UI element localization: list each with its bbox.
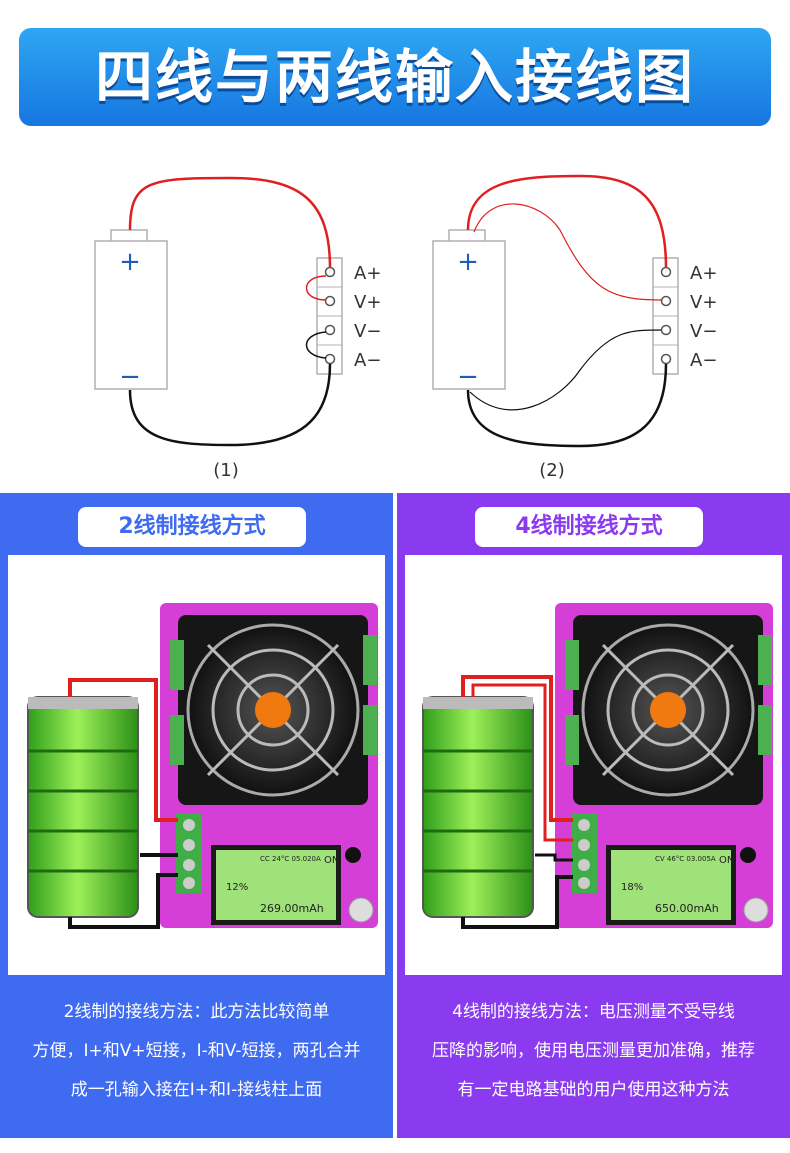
red-wire [461,675,573,822]
fan-hub [650,692,686,728]
terminal-screw [324,295,336,307]
lcd-on-indicator: ON [719,855,734,866]
terminal-label-a-plus: A+ [690,263,717,284]
desc-line: 2线制的接线方法：此方法比较简单 [63,1002,330,1022]
black-sense-wire [535,853,573,862]
lcd-on-indicator: ON [324,855,339,866]
lcd-percent: 12% [226,882,248,893]
lcd-screen [216,850,336,920]
red-wire [68,678,178,822]
diagram-two-wire: + − A+ V+ V− A− (1) [94,176,381,481]
load-board-illustration: CC 24°C 05.020A ON 12% 269.00mAh [27,603,378,929]
load-board-illustration: CV 46°C 03.005A ON 18% 650.00mAh [422,603,773,929]
knob-icon [743,897,769,923]
diagram-caption-2: (2) [539,460,565,481]
lcd-percent: 18% [621,882,643,893]
battery-plus-sign: + [457,247,479,277]
four-wire-panel: 4线制接线方式 [397,493,790,1138]
four-wire-photo: CV 46°C 03.005A ON 18% 650.00mAh [405,555,782,975]
lcd-top-line: CC 24°C 05.020A [260,855,321,863]
black-wire [466,363,668,448]
lcd-screen [611,850,731,920]
battery-icon [422,696,534,918]
black-wire [128,363,332,447]
two-wire-description: 2线制的接线方法：此方法比较简单 方便，I+和V+短接，I-和V-短接，两孔合并… [14,993,379,1110]
red-sense-wire [473,203,662,301]
knob-icon [348,897,374,923]
two-wire-panel: 2线制接线方式 [0,493,393,1138]
black-wire [461,875,573,929]
battery-body [94,240,168,390]
four-wire-title: 4线制接线方式 [475,507,703,547]
desc-line: 有一定电路基础的用户使用这种方法 [457,1080,730,1100]
terminal-screw [660,353,672,365]
lcd-top-line: CV 46°C 03.005A [655,855,716,863]
black-jumper [305,331,327,359]
lcd-capacity: 650.00mAh [655,902,719,915]
diagram-caption-1: (1) [213,460,239,481]
terminal-screw [324,353,336,365]
red-wire [466,174,668,269]
wiring-diagrams: + − A+ V+ V− A− (1) + − A+ V+ V [94,174,717,481]
terminal-label-v-plus: V+ [354,292,381,313]
desc-line: 4线制的接线方法：电压测量不受导线 [452,1002,735,1022]
two-wire-photo: CC 24°C 05.020A ON 12% 269.00mAh [8,555,385,975]
red-wire [128,176,332,269]
battery-minus-sign: − [119,362,141,392]
terminal-label-a-minus: A− [354,350,381,371]
desc-line: 压降的影响，使用电压测量更加准确，推荐 [432,1041,755,1061]
terminal-screw [660,324,672,336]
desc-line: 方便，I+和V+短接，I-和V-短接，两孔合并 [32,1041,361,1061]
red-sense-wire [471,683,573,842]
terminal-screw [324,324,336,336]
terminal-label-a-plus: A+ [354,263,381,284]
title-banner: 四线与两线输入接线图 [19,28,771,126]
red-jumper [305,275,327,301]
terminal-label-a-minus: A− [690,350,717,371]
diagram-four-wire: + − A+ V+ V− A− (2) [432,174,717,481]
terminal-label-v-minus: V− [354,321,381,342]
terminal-screw [324,266,336,278]
black-sense-wire [469,329,662,411]
fan-hub [255,692,291,728]
terminal-label-v-plus: V+ [690,292,717,313]
two-wire-title: 2线制接线方式 [78,507,306,547]
battery-plus-sign: + [119,247,141,277]
desc-line: 成一孔输入接在I+和I-接线柱上面 [70,1080,323,1100]
page-title: 四线与两线输入接线图 [94,43,695,111]
terminal-screw [660,266,672,278]
lcd-capacity: 269.00mAh [260,902,324,915]
battery-icon [27,696,139,918]
battery-cap [110,229,148,243]
four-wire-description: 4线制的接线方法：电压测量不受导线 压降的影响，使用电压测量更加准确，推荐 有一… [411,993,776,1110]
battery-minus-sign: − [457,362,479,392]
battery-cap [448,229,486,243]
battery-body [432,240,506,390]
terminal-screw [660,295,672,307]
terminal-label-v-minus: V− [690,321,717,342]
